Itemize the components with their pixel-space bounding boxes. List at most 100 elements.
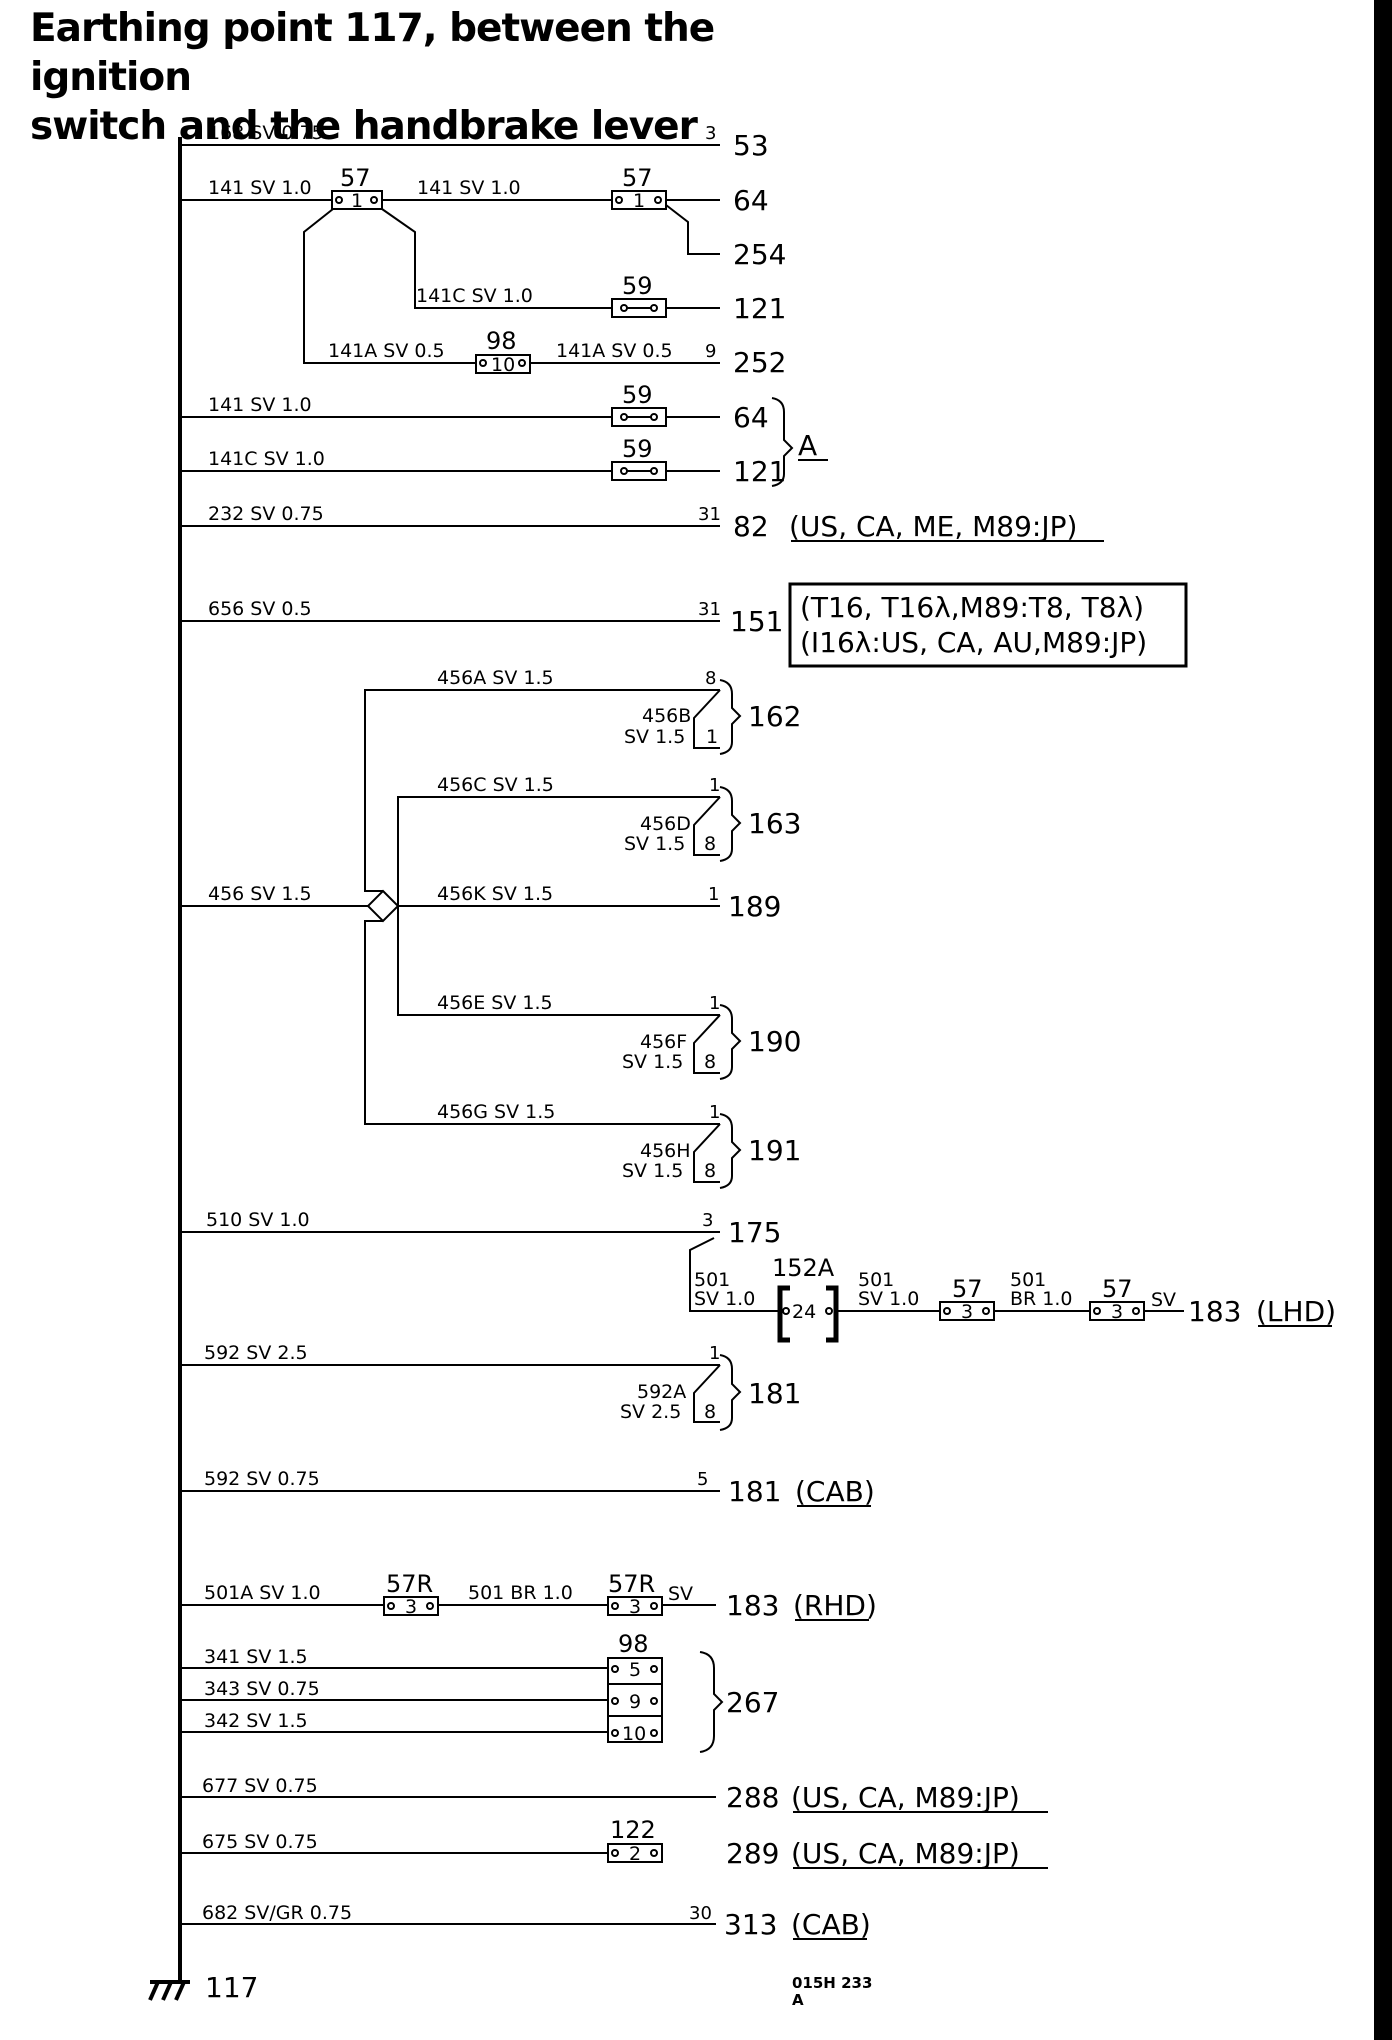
wire-label: 592 SV 0.75 (204, 1468, 320, 1490)
connector-id: 59 (622, 381, 653, 409)
component-288: 288 (726, 1781, 779, 1814)
wire-label: 682 SV/GR 0.75 (202, 1902, 352, 1924)
wire-label: 456C SV 1.5 (437, 774, 554, 796)
pin-label: 3 (705, 123, 716, 144)
split-spec: SV 2.5 (620, 1401, 681, 1423)
pin-label: 8 (705, 668, 716, 689)
pin-label: 1 (709, 993, 720, 1014)
drawing-ref-code: 015H 233 (792, 1974, 872, 1992)
pin-label: 9 (705, 341, 716, 362)
pin-label: 1 (708, 884, 719, 905)
wire-label: 456G SV 1.5 (437, 1101, 555, 1123)
splice-456 (366, 889, 400, 923)
chain-spec: SV 1.0 (858, 1288, 919, 1310)
connector-id: 57 (622, 164, 653, 192)
component-181: 181 (728, 1475, 781, 1508)
connector-id: 98 (486, 327, 517, 355)
split-pin: 8 (704, 1160, 716, 1182)
wire-label: 141C SV 1.0 (416, 285, 533, 307)
chain-color: SV (1151, 1289, 1176, 1311)
connector-pin: 1 (351, 190, 363, 212)
wire-label: 341 SV 1.5 (204, 1646, 308, 1668)
component-151: 151 (730, 605, 783, 638)
connector-pin: 3 (405, 1596, 417, 1618)
connector-pin: 24 (792, 1301, 816, 1323)
component-82: 82 (733, 510, 769, 543)
component-53: 53 (733, 129, 769, 162)
connector-pin: 3 (1111, 1301, 1123, 1323)
split-wire: 456F (640, 1031, 687, 1053)
component-175: 175 (728, 1216, 781, 1249)
connector-122 (607, 1843, 663, 1863)
page-title: Earthing point 117, between the ignition… (30, 4, 850, 151)
split-spec: SV 1.5 (624, 726, 685, 748)
split-spec: SV 1.5 (624, 833, 685, 855)
wire-label: 677 SV 0.75 (202, 1775, 318, 1797)
connector-pin: 10 (622, 1723, 646, 1745)
connector-id: 98 (618, 1630, 649, 1658)
variant-box-line-1: (T16, T16λ,M89:T8, T8λ) (800, 591, 1144, 624)
connector-id: 152A (772, 1254, 835, 1282)
title-line-2: switch and the handbrake lever (30, 104, 698, 149)
wire-label: 141 SV 1.0 (208, 177, 312, 199)
component-181: 181 (748, 1377, 801, 1410)
connector-id: 57 (952, 1275, 983, 1303)
variant-note: (US, CA, ME, M89:JP) (789, 510, 1077, 543)
component-289: 289 (726, 1837, 779, 1870)
split-pin: 8 (704, 833, 716, 855)
wire-label: 141A SV 0.5 (556, 340, 673, 362)
connector-pin: 3 (629, 1596, 641, 1618)
pin-label: 31 (698, 599, 721, 620)
pin-label: 30 (689, 1903, 712, 1924)
component-64: 64 (733, 401, 769, 434)
component-313: 313 (724, 1908, 777, 1941)
wire-label: 501 BR 1.0 (468, 1582, 573, 1604)
component-121: 121 (733, 292, 786, 325)
chain-wire: 501 (694, 1269, 730, 1291)
split-pin: 8 (704, 1401, 716, 1423)
component-162: 162 (748, 700, 801, 733)
wire-label: 675 SV 0.75 (202, 1831, 318, 1853)
variant-note: (CAB) (795, 1475, 875, 1508)
wire-label: 141A SV 0.5 (328, 340, 445, 362)
split-spec: SV 1.5 (622, 1160, 683, 1182)
split-wire: 456D (640, 813, 691, 835)
connector-pin: 9 (629, 1691, 641, 1713)
earth-icon (148, 1980, 190, 2001)
pin-label: 31 (698, 504, 721, 525)
wire-label: 141 SV 1.0 (208, 394, 312, 416)
wire-label: 141C SV 1.0 (208, 448, 325, 470)
split-pin: 1 (706, 726, 718, 748)
variant-box (788, 582, 1188, 668)
connector-98 (607, 1657, 663, 1743)
pin-label: 1 (709, 775, 720, 796)
variant-note: (LHD) (1256, 1295, 1336, 1328)
chain-wire: 501 (858, 1269, 894, 1291)
wire-label: 342 SV 1.5 (204, 1710, 308, 1732)
drawing-ref-rev: A (792, 1991, 804, 2009)
pin-label: 3 (702, 1210, 713, 1231)
wire-label: 456 SV 1.5 (208, 883, 312, 905)
chain-color: SV (668, 1583, 693, 1605)
pin-label: 1 (709, 1102, 720, 1123)
wire-label: 656 SV 0.5 (208, 598, 312, 620)
title-line-1: Earthing point 117, between the ignition (30, 6, 715, 100)
component-163: 163 (748, 807, 801, 840)
variant-note: (CAB) (791, 1908, 871, 1941)
component-183: 183 (726, 1589, 779, 1622)
chain-spec: SV 1.0 (694, 1288, 755, 1310)
wire-label: 456A SV 1.5 (437, 667, 554, 689)
split-pin: 8 (704, 1051, 716, 1073)
component-191: 191 (748, 1134, 801, 1167)
connector-id: 59 (622, 435, 653, 463)
wire-label: 592 SV 2.5 (204, 1342, 308, 1364)
wire-label: 232 SV 0.75 (208, 503, 324, 525)
connector-152A (777, 1285, 839, 1343)
connector-pin: 5 (629, 1659, 641, 1681)
wire-label: 456K SV 1.5 (437, 883, 553, 905)
variant-box-line-2: (I16λ:US, CA, AU,M89:JP) (800, 626, 1147, 659)
pin-label: 1 (709, 1343, 720, 1364)
group-brace (699, 1651, 724, 1753)
wire-label: 510 SV 1.0 (206, 1209, 310, 1231)
